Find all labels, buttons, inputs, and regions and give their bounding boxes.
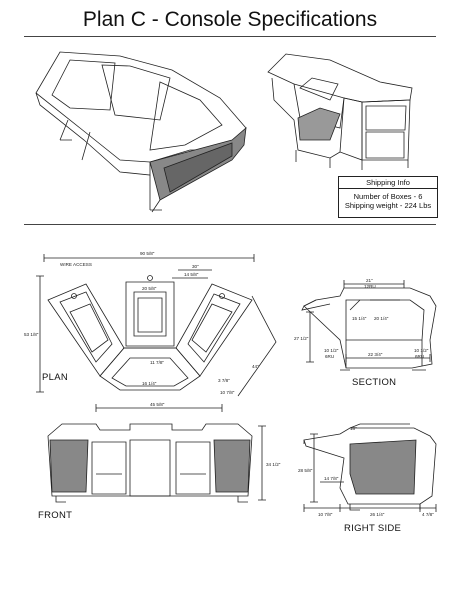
dim-section-right-rack: 10 1/2" — [414, 348, 429, 353]
front-view — [47, 423, 266, 503]
dim-plan-inner-front: 16 1/4" — [142, 381, 157, 386]
dim-section-inner-right: 20 1/4" — [374, 316, 389, 321]
shipping-info-heading: Shipping Info — [339, 177, 437, 189]
page-title: Plan C - Console Specifications — [82, 8, 378, 31]
dim-section-top: 21" — [366, 278, 373, 283]
dim-section-top-ru: 12RU — [364, 284, 376, 289]
dim-side-right: 4 7/8" — [422, 512, 434, 517]
dim-section-depth: 22 3/4" — [368, 352, 383, 357]
front-label: FRONT — [38, 510, 73, 521]
plan-label: PLAN — [42, 372, 69, 383]
dim-section-left-rack: 10 1/2" — [324, 348, 339, 353]
dim-side-desk: 14 7/8" — [324, 476, 339, 481]
dim-section-height: 27 1/2" — [294, 336, 309, 341]
dim-section-right-rack-ru: 6RU — [415, 354, 424, 359]
isometric-view-left — [35, 51, 247, 213]
dim-section-inner-left: 15 1/4" — [352, 316, 367, 321]
dim-side-top: 18" — [350, 426, 357, 431]
plan-view — [36, 254, 277, 412]
dim-section-left-rack-ru: 6RU — [325, 354, 334, 359]
dim-plan-diag: 44" — [252, 364, 259, 369]
dim-side-height: 28 5/8" — [298, 468, 313, 473]
dim-side-depth: 26 1/4" — [370, 512, 385, 517]
right-side-label: RIGHT SIDE — [344, 523, 402, 534]
shipping-info-box: Shipping Info Number of Boxes - 6 Shippi… — [338, 176, 438, 218]
dim-plan-top-center: 30" — [192, 264, 199, 269]
isometric-view-right — [267, 53, 413, 170]
right-side-view — [303, 423, 437, 512]
section-view — [301, 280, 437, 371]
section-label: SECTION — [352, 377, 397, 388]
shipping-weight: Shipping weight - 224 Lbs — [344, 201, 432, 210]
dim-plan-overall-width: 90 5/8" — [140, 251, 155, 256]
dim-front-height: 34 1/2" — [266, 462, 281, 467]
dim-plan-corner2: 10 7/8" — [220, 390, 235, 395]
dim-plan-center-inner: 20 5/8" — [142, 286, 157, 291]
shipping-boxes: Number of Boxes - 6 — [353, 192, 423, 201]
dim-side-left: 10 7/8" — [318, 512, 333, 517]
title-rule — [24, 36, 436, 37]
dim-plan-front-width: 45 5/8" — [150, 402, 165, 407]
dim-plan-knee: 11 7/8" — [150, 360, 164, 365]
dim-plan-depth: 53 1/8" — [24, 332, 39, 337]
dim-plan-wire-access: WIRE ACCESS — [60, 262, 92, 267]
dim-plan-top-center-inner: 14 5/8" — [184, 272, 199, 277]
dim-plan-corner1: 3 7/8" — [218, 378, 230, 383]
section-divider — [24, 224, 436, 225]
